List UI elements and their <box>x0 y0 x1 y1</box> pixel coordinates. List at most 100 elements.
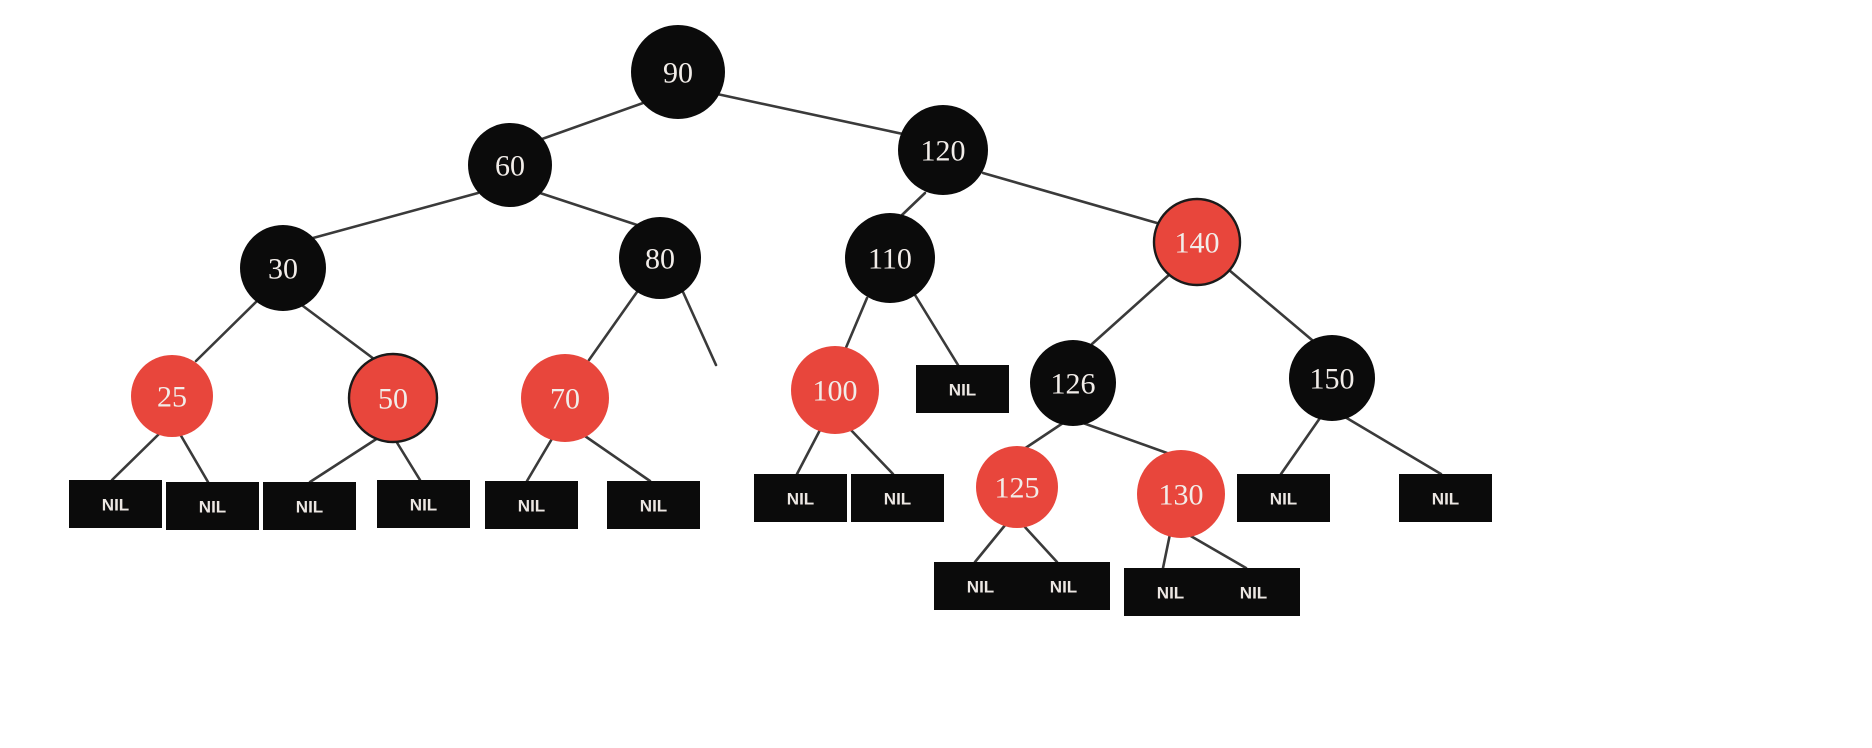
edge-30-50 <box>301 304 376 361</box>
edge-50-nil3 <box>308 434 383 484</box>
nil-leaf-label: NIL <box>1432 490 1459 509</box>
edge-120-110 <box>900 191 927 217</box>
nil-leaf-node[interactable]: NIL <box>485 481 578 529</box>
node-key-label: 140 <box>1175 227 1220 260</box>
node-circle-red <box>1137 450 1225 538</box>
nil-leaf-box <box>916 365 1009 413</box>
node-key-label: 130 <box>1159 479 1204 512</box>
nil-leaf-node[interactable]: NIL <box>607 481 700 529</box>
nil-leaf-box <box>754 474 847 522</box>
nil-leaf-box <box>166 482 259 530</box>
tree-node-25[interactable]: 25 <box>131 355 213 437</box>
nil-leaf-node[interactable]: NIL <box>263 482 356 530</box>
node-key-label: 125 <box>995 472 1040 505</box>
nil-leaf-label: NIL <box>1050 578 1077 597</box>
edge-90-120 <box>715 92 905 136</box>
nil-leaf-node[interactable]: NIL <box>377 480 470 528</box>
edge-60-80 <box>538 191 639 227</box>
node-key-label: 100 <box>813 375 858 408</box>
tree-node-110[interactable]: 110 <box>845 213 935 303</box>
tree-node-50[interactable]: 50 <box>347 352 439 444</box>
node-circle-red <box>1152 197 1242 287</box>
node-key-label: 70 <box>550 383 580 416</box>
node-circle-black <box>898 105 988 195</box>
nil-leaf-box <box>485 481 578 529</box>
nil-leaf-label: NIL <box>949 381 976 400</box>
edge-100-nil8 <box>848 427 895 476</box>
tree-node-80[interactable]: 80 <box>619 217 701 299</box>
node-key-label: 150 <box>1310 363 1355 396</box>
nil-leaf-node[interactable]: NIL <box>1124 568 1217 616</box>
node-circle-red <box>976 446 1058 528</box>
node-circle-red <box>791 346 879 434</box>
nil-leaf-node[interactable]: NIL <box>934 562 1027 610</box>
edge-130-nil14 <box>1161 532 1172 570</box>
edge-125-nil12 <box>973 522 1008 564</box>
nil-leaf-label: NIL <box>410 496 437 515</box>
nil-leaf-label: NIL <box>1157 584 1184 603</box>
node-circle-black <box>619 217 701 299</box>
tree-node-90[interactable]: 90 <box>631 25 725 119</box>
edge-100-nil7 <box>795 428 822 476</box>
edge-25-nil2 <box>178 432 210 484</box>
tree-node-130[interactable]: 130 <box>1137 450 1225 538</box>
node-circle-black <box>1030 340 1116 426</box>
nil-leaf-label: NIL <box>967 578 994 597</box>
nil-leaf-box <box>69 480 162 528</box>
edge-150-nil10 <box>1279 416 1322 476</box>
node-circle-black <box>468 123 552 207</box>
node-circle-black <box>1289 335 1375 421</box>
tree-node-120[interactable]: 120 <box>898 105 988 195</box>
nil-leaf-node[interactable]: NIL <box>1207 568 1300 616</box>
nil-leaf-box <box>263 482 356 530</box>
tree-node-70[interactable]: 70 <box>521 354 609 442</box>
node-circle-red <box>347 352 439 444</box>
tree-node-30[interactable]: 30 <box>240 225 326 311</box>
node-circle-red <box>131 355 213 437</box>
nil-leaf-node[interactable]: NIL <box>754 474 847 522</box>
nil-leaf-label: NIL <box>787 490 814 509</box>
edge-110-100 <box>843 296 869 352</box>
edge-140-150 <box>1227 268 1314 342</box>
nil-leaf-box <box>851 474 944 522</box>
edge-70-nil5 <box>525 435 555 483</box>
tree-node-60[interactable]: 60 <box>468 123 552 207</box>
nil-leaf-box <box>377 480 470 528</box>
nil-leaf-node[interactable]: NIL <box>69 480 162 528</box>
node-key-label: 90 <box>663 57 693 90</box>
edge-140-126 <box>1090 272 1172 346</box>
nil-leaf-node[interactable]: NIL <box>916 365 1009 413</box>
tree-node-140[interactable]: 140 <box>1152 197 1242 287</box>
nil-leaf-node[interactable]: NIL <box>1237 474 1330 522</box>
nil-leaf-box <box>1124 568 1217 616</box>
edge-50-nil4 <box>394 439 422 482</box>
nil-nodes-layer: NIL NIL NIL NIL NIL NIL NIL NIL NIL NIL NIL NIL NIL N… <box>69 365 1492 616</box>
edge-70-nil6 <box>580 432 652 483</box>
tree-node-125[interactable]: 125 <box>976 446 1058 528</box>
node-key-label: 25 <box>157 381 187 414</box>
node-key-label: 110 <box>868 243 912 276</box>
tree-node-150[interactable]: 150 <box>1289 335 1375 421</box>
nil-leaf-box <box>1017 562 1110 610</box>
nil-leaf-label: NIL <box>296 498 323 517</box>
tree-node-126[interactable]: 126 <box>1030 340 1116 426</box>
edge-60-30 <box>311 191 480 240</box>
nil-leaf-label: NIL <box>1240 584 1267 603</box>
nil-leaf-node[interactable]: NIL <box>1399 474 1492 522</box>
nil-leaf-node[interactable]: NIL <box>851 474 944 522</box>
nil-leaf-node[interactable]: NIL <box>1017 562 1110 610</box>
edge-80-70 <box>587 290 639 362</box>
tree-node-100[interactable]: 100 <box>791 346 879 434</box>
nil-leaf-node[interactable]: NIL <box>166 482 259 530</box>
edges-layer <box>110 92 1443 570</box>
node-key-label: 80 <box>645 243 675 276</box>
nil-leaf-label: NIL <box>199 498 226 517</box>
node-circle-red <box>521 354 609 442</box>
edge-30-25 <box>194 300 258 363</box>
edge-150-nil11 <box>1343 415 1443 476</box>
node-key-label: 126 <box>1051 368 1096 401</box>
nil-leaf-box <box>607 481 700 529</box>
edge-110-nil <box>913 293 960 367</box>
tree-nodes-layer: 90 60 120 30 80 110 140 25 50 70 100 126 150 125 130 <box>131 25 1375 538</box>
